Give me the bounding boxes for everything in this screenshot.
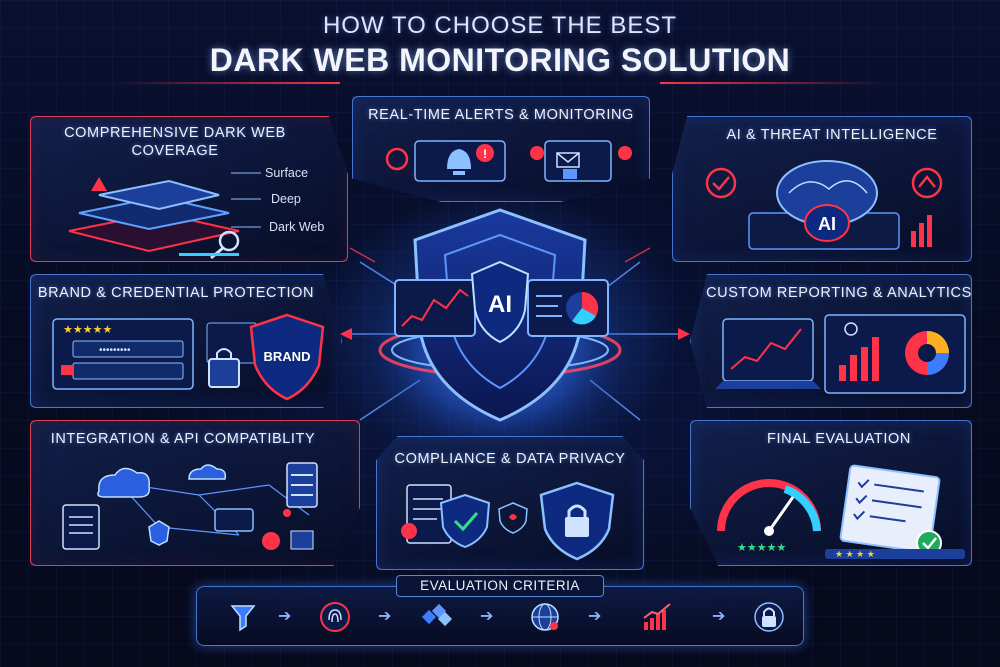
arrow-right-icon: ➔ — [712, 608, 726, 625]
title-top: HOW TO CHOOSE THE BEST — [322, 12, 678, 39]
report-title: CUSTOM REPORTING & ANALYTICS — [706, 285, 972, 301]
gauge-needle — [767, 496, 795, 532]
alerts-title: REAL-TIME ALERTS & MONITORING — [368, 107, 634, 123]
coverage-title-line2: COVERAGE — [131, 143, 219, 159]
page-title: DARK WEB MONITORING SOLUTION — [209, 42, 791, 78]
alerts-illustration: ! — [385, 140, 632, 182]
coverage-pointer-lines — [231, 172, 261, 228]
lock-icon — [754, 602, 784, 632]
network-icon — [421, 603, 453, 627]
compliance-title: COMPLIANCE & DATA PRIVACY — [394, 451, 626, 467]
ai-badge: AI — [818, 214, 836, 234]
header: HOW TO CHOOSE THE BEST DARK WEB MONITORI… — [0, 12, 1000, 79]
title-rule-left — [110, 82, 340, 84]
ai-title: AI & THREAT INTELLIGENCE — [726, 127, 938, 143]
center-ai-label: AI — [488, 291, 512, 318]
arrow-right-icon: ➔ — [588, 608, 602, 625]
compliance-illustration — [401, 481, 615, 561]
growth-chart-icon — [643, 603, 671, 630]
brand-title: BRAND & CREDENTIAL PROTECTION — [37, 285, 315, 301]
panel-final-evaluation: FINAL EVALUATION ★★★★★ ★ ★ ★ ★ — [690, 420, 972, 566]
panel-brand-credential-protection: BRAND & CREDENTIAL PROTECTION ★★★★★ ••••… — [30, 274, 342, 408]
central-shield-hub: AI — [360, 208, 640, 450]
coverage-title-line1: COMPREHENSIVE DARK WEB — [64, 125, 286, 141]
layer-stack-illustration — [68, 177, 240, 260]
panel-real-time-alerts: REAL-TIME ALERTS & MONITORING ! — [352, 96, 650, 202]
funnel-shield-icon — [230, 605, 256, 632]
panel-dark-web-coverage: COMPREHENSIVE DARK WEB COVERAGE Surface … — [30, 116, 348, 262]
integration-network-illustration — [62, 462, 318, 550]
globe-gear-icon — [531, 603, 559, 631]
cloud-icon — [97, 467, 151, 498]
fingerprint-icon — [320, 602, 350, 632]
svg-text:★ ★ ★ ★: ★ ★ ★ ★ — [835, 549, 875, 559]
panel-custom-reporting-analytics: CUSTOM REPORTING & ANALYTICS — [690, 274, 972, 408]
final-title: FINAL EVALUATION — [767, 431, 911, 447]
svg-text:•••••••••: ••••••••• — [99, 345, 131, 356]
title-rule-right — [660, 82, 890, 84]
reporting-charts-illustration — [715, 314, 966, 394]
lock-icon — [565, 517, 589, 537]
bell-icon — [447, 149, 471, 169]
layer-label-deep: Deep — [271, 192, 301, 206]
panel-compliance-data-privacy: COMPLIANCE & DATA PRIVACY — [376, 436, 644, 570]
svg-text:★★★★★: ★★★★★ — [63, 324, 112, 336]
arrow-right-icon: ➔ — [378, 608, 392, 625]
brand-credentials-illustration: ★★★★★ ••••••••• BRAND — [52, 313, 325, 401]
brand-shield-label: BRAND — [264, 349, 311, 364]
evaluation-criteria-label: EVALUATION CRITERIA — [396, 575, 604, 597]
ai-brain-illustration: AI — [705, 160, 943, 250]
final-evaluation-illustration: ★★★★★ ★ ★ ★ ★ — [717, 464, 965, 559]
layer-label-dark-web: Dark Web — [269, 220, 325, 234]
svg-text:!: ! — [483, 147, 487, 161]
panel-ai-threat-intelligence: AI & THREAT INTELLIGENCE AI — [672, 116, 972, 262]
integration-title: INTEGRATION & API COMPATIBLITY — [50, 431, 316, 447]
arrow-right-icon: ➔ — [480, 608, 494, 625]
arrow-right-icon: ➔ — [278, 608, 292, 625]
svg-text:★★★★★: ★★★★★ — [737, 542, 786, 554]
panel-integration-api: INTEGRATION & API COMPATIBLITY — [30, 420, 360, 566]
layer-label-surface: Surface — [265, 166, 309, 180]
